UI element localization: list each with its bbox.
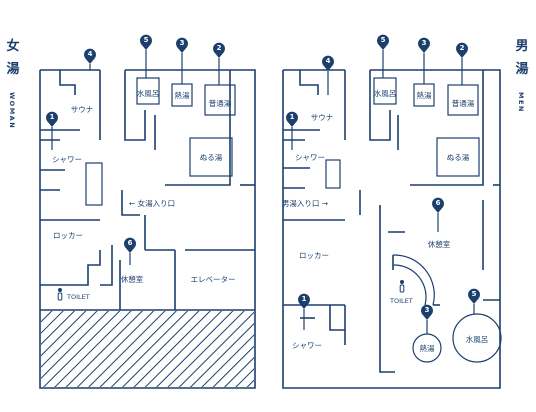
women-title-char-1: 女 (6, 38, 19, 54)
women-pin-shower[interactable]: 1 (46, 111, 58, 150)
women-lukewarm-bath-label: ぬる湯 (200, 152, 223, 162)
men-title-char-2: 湯 (515, 61, 528, 77)
men-title-char-1: 男 (515, 39, 528, 54)
men-floorplan: サウナ シャワー 水風呂 熱湯 普通湯 ぬる湯 男湯入り口 → ロッカー 休憩室… (282, 69, 502, 389)
men-locker-label: ロッカー (299, 251, 329, 260)
men-pin-sauna-number: 4 (326, 57, 331, 65)
women-pin-rest-room[interactable]: 6 (124, 237, 137, 265)
women-regular-bath-label: 普通湯 (209, 98, 232, 108)
women-elevator-label: エレベーター (191, 275, 236, 284)
women-sauna-label: サウナ (71, 105, 94, 114)
men-pin-shower-upper[interactable]: 1 (285, 111, 298, 150)
men-pin-sauna[interactable]: 4 (322, 55, 335, 95)
women-side-label: 女 湯 WOMAN (6, 38, 19, 129)
women-shower-label: シャワー (52, 155, 82, 164)
men-subtitle: MEN (517, 92, 525, 113)
men-sauna-label: サウナ (311, 113, 334, 122)
men-pin-hot-bath-lower[interactable]: 3 (421, 304, 434, 334)
men-hot-bath-upper-label: 熱湯 (417, 90, 432, 100)
men-regular-bath-label: 普通湯 (452, 98, 475, 108)
women-pin-regular-bath-number: 2 (217, 44, 222, 52)
women-pin-sauna[interactable]: 4 (84, 48, 96, 70)
men-side-label: 男 湯 MEN (515, 39, 528, 113)
men-pin-cold-bath-upper-number: 5 (381, 36, 386, 44)
men-pin-shower-upper-number: 1 (290, 113, 295, 121)
men-cold-bath-tub (373, 77, 397, 105)
men-lukewarm-bath-tub (436, 137, 480, 177)
women-cold-bath-label: 水風呂 (137, 88, 160, 98)
women-title-char-2: 湯 (6, 61, 19, 77)
women-regular-bath-tub (204, 84, 236, 116)
women-pin-rest-room-number: 6 (128, 239, 133, 247)
men-hot-bath-lower-label: 熱湯 (420, 343, 435, 353)
men-pin-hot-bath-upper-number: 3 (422, 39, 427, 47)
men-toilet-icon (399, 280, 405, 293)
women-pin-sauna-number: 4 (88, 50, 93, 58)
women-cold-bath-tub (136, 77, 160, 105)
women-pin-cold-bath[interactable]: 5 (140, 34, 152, 78)
women-pin-shower-number: 1 (50, 113, 55, 121)
women-toilet-label: TOILET (66, 293, 90, 301)
men-entrance-label: 男湯入り口 → (282, 198, 328, 208)
women-locker-label: ロッカー (53, 231, 83, 240)
men-outer-wall (282, 69, 501, 389)
women-pin-hot-bath-number: 3 (180, 39, 185, 47)
men-pin-hot-bath-upper[interactable]: 3 (418, 37, 430, 84)
men-shower-lower-label: シャワー (292, 341, 322, 350)
women-hot-bath-label: 熱湯 (175, 90, 190, 100)
men-pin-cold-bath-lower-number: 5 (472, 290, 477, 298)
women-toilet-icon (57, 288, 63, 301)
women-pin-hot-bath[interactable]: 3 (176, 37, 188, 84)
men-lukewarm-bath-label: ぬる湯 (447, 152, 470, 162)
men-pin-rest-room-number: 6 (436, 199, 441, 207)
men-cold-bath-round-tub (452, 313, 502, 363)
men-pin-shower-lower-number: 1 (302, 295, 307, 303)
men-pin-hot-bath-lower-number: 3 (425, 306, 430, 314)
women-lukewarm-bath-tub (189, 137, 233, 177)
men-pin-cold-bath-lower[interactable]: 5 (468, 288, 480, 314)
women-outer-wall (39, 69, 256, 389)
women-rest-room-label: 休憩室 (121, 274, 144, 284)
men-pin-regular-bath-number: 2 (460, 44, 465, 52)
women-floorplan: サウナ シャワー 水風呂 熱湯 普通湯 ぬる湯 ← 女湯入り口 ロッカー 休憩室… (39, 69, 256, 389)
men-shower-upper-label: シャワー (295, 153, 325, 162)
men-cold-bath-lower-label: 水風呂 (466, 334, 489, 344)
women-subtitle: WOMAN (8, 92, 16, 129)
men-regular-bath-tub (447, 84, 479, 116)
men-pin-cold-bath-upper[interactable]: 5 (377, 34, 390, 78)
women-hatched-area (41, 311, 254, 387)
men-pin-regular-bath[interactable]: 2 (456, 42, 468, 85)
men-rest-room-label: 休憩室 (428, 239, 451, 249)
men-pin-rest-room[interactable]: 6 (432, 197, 444, 232)
women-pin-regular-bath[interactable]: 2 (213, 42, 225, 85)
men-toilet-label: TOILET (389, 297, 413, 305)
men-pin-shower-lower[interactable]: 1 (298, 293, 311, 330)
men-cold-bath-upper-label: 水風呂 (374, 88, 397, 98)
women-pin-cold-bath-number: 5 (144, 36, 149, 44)
women-entrance-label: ← 女湯入り口 (129, 198, 175, 208)
